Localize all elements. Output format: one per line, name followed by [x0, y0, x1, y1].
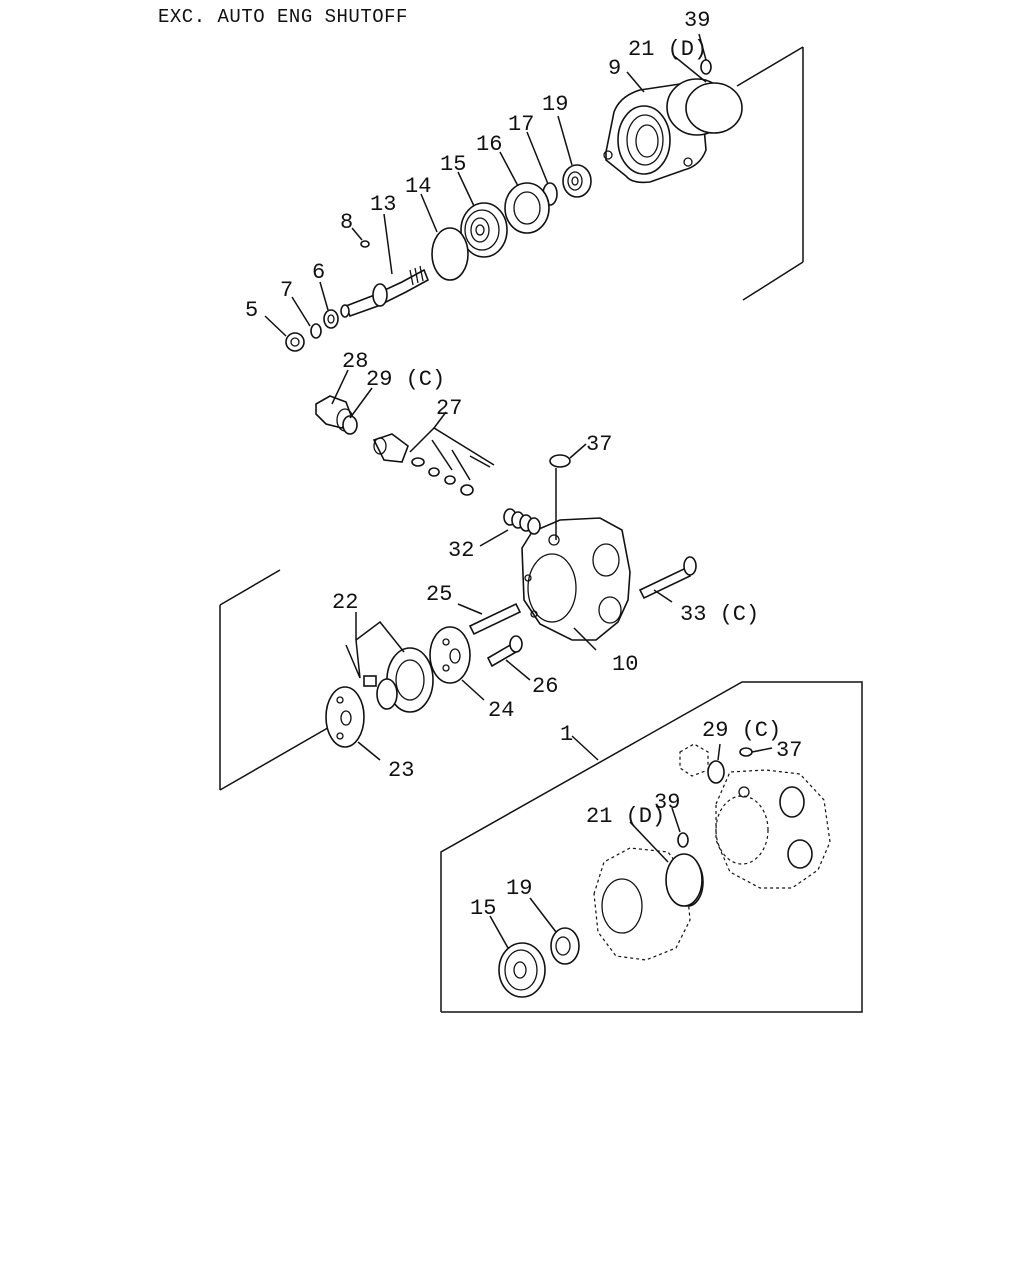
inset-part-21d-gasket	[665, 853, 703, 907]
label-29c-inset: 29 (C)	[702, 718, 781, 743]
inset-part-29c-oring	[707, 760, 725, 784]
inset-part-15-ball-bearing	[498, 942, 546, 998]
diagram-title: EXC. AUTO ENG SHUTOFF	[158, 6, 408, 28]
part-27-valve-assembly	[372, 427, 495, 496]
label-39-inset: 39	[654, 790, 680, 815]
part-5-nut	[285, 332, 305, 352]
part-37-oring-top	[549, 454, 571, 468]
label-23: 23	[388, 758, 414, 783]
label-19-inset: 19	[506, 876, 532, 901]
part-15-ball-bearing	[460, 202, 508, 258]
label-29c-top: 29 (C)	[366, 367, 445, 392]
part-6-washer	[323, 309, 339, 329]
label-27: 27	[436, 396, 462, 421]
label-33c: 33 (C)	[680, 602, 759, 627]
label-8: 8	[340, 210, 353, 235]
inset-part-39-oring	[677, 832, 689, 848]
part-24-side-plate	[429, 626, 471, 684]
label-37-top: 37	[586, 432, 612, 457]
label-22: 22	[332, 590, 358, 615]
label-17: 17	[508, 112, 534, 137]
label-9: 9	[608, 56, 621, 81]
part-21d-gasket	[685, 82, 743, 134]
part-7-clip	[310, 323, 322, 339]
part-16-washer	[504, 182, 550, 234]
inset-part-19-bearing	[550, 927, 580, 965]
label-32: 32	[448, 538, 474, 563]
part-32-spring	[503, 508, 541, 535]
part-23-end-plate	[325, 686, 365, 748]
label-13: 13	[370, 192, 396, 217]
part-14-retaining-ring	[431, 227, 469, 281]
part-39-oring	[700, 59, 712, 75]
label-15-inset: 15	[470, 896, 496, 921]
label-24: 24	[488, 698, 514, 723]
label-5: 5	[245, 298, 258, 323]
part-labels: 39 21 (D) 9 19 17 16 15 14 13 8 6 7 5 28…	[245, 8, 802, 921]
part-8-key	[360, 240, 370, 248]
part-13-shaft	[340, 265, 430, 318]
part-26-bolt	[486, 635, 523, 668]
label-14: 14	[405, 174, 431, 199]
part-10-pump-body	[521, 517, 631, 641]
upper-boundary-lines	[736, 46, 804, 301]
label-7: 7	[280, 278, 293, 303]
inset-plug	[679, 743, 709, 777]
label-6: 6	[312, 260, 325, 285]
left-boundary-lines	[219, 569, 346, 791]
part-33c-bolt	[638, 556, 697, 600]
label-1: 1	[560, 722, 573, 747]
inset-pump-body	[715, 769, 831, 889]
part-19-bearing	[562, 164, 592, 198]
part-22-rotor-kit	[345, 620, 434, 713]
leader-lines	[264, 33, 773, 949]
label-26: 26	[532, 674, 558, 699]
label-37-inset: 37	[776, 738, 802, 763]
part-25-pin	[468, 602, 522, 636]
label-15-top: 15	[440, 152, 466, 177]
label-19-top: 19	[542, 92, 568, 117]
label-39-top: 39	[684, 8, 710, 33]
label-10: 10	[612, 652, 638, 677]
label-25: 25	[426, 582, 452, 607]
label-21d-inset: 21 (D)	[586, 804, 665, 829]
label-21d-top: 21 (D)	[628, 37, 707, 62]
label-28: 28	[342, 349, 368, 374]
assembly-inset-box	[440, 681, 863, 1013]
inset-part-37-oring	[739, 747, 753, 757]
part-29c-oring-top	[342, 415, 358, 435]
label-16: 16	[476, 132, 502, 157]
